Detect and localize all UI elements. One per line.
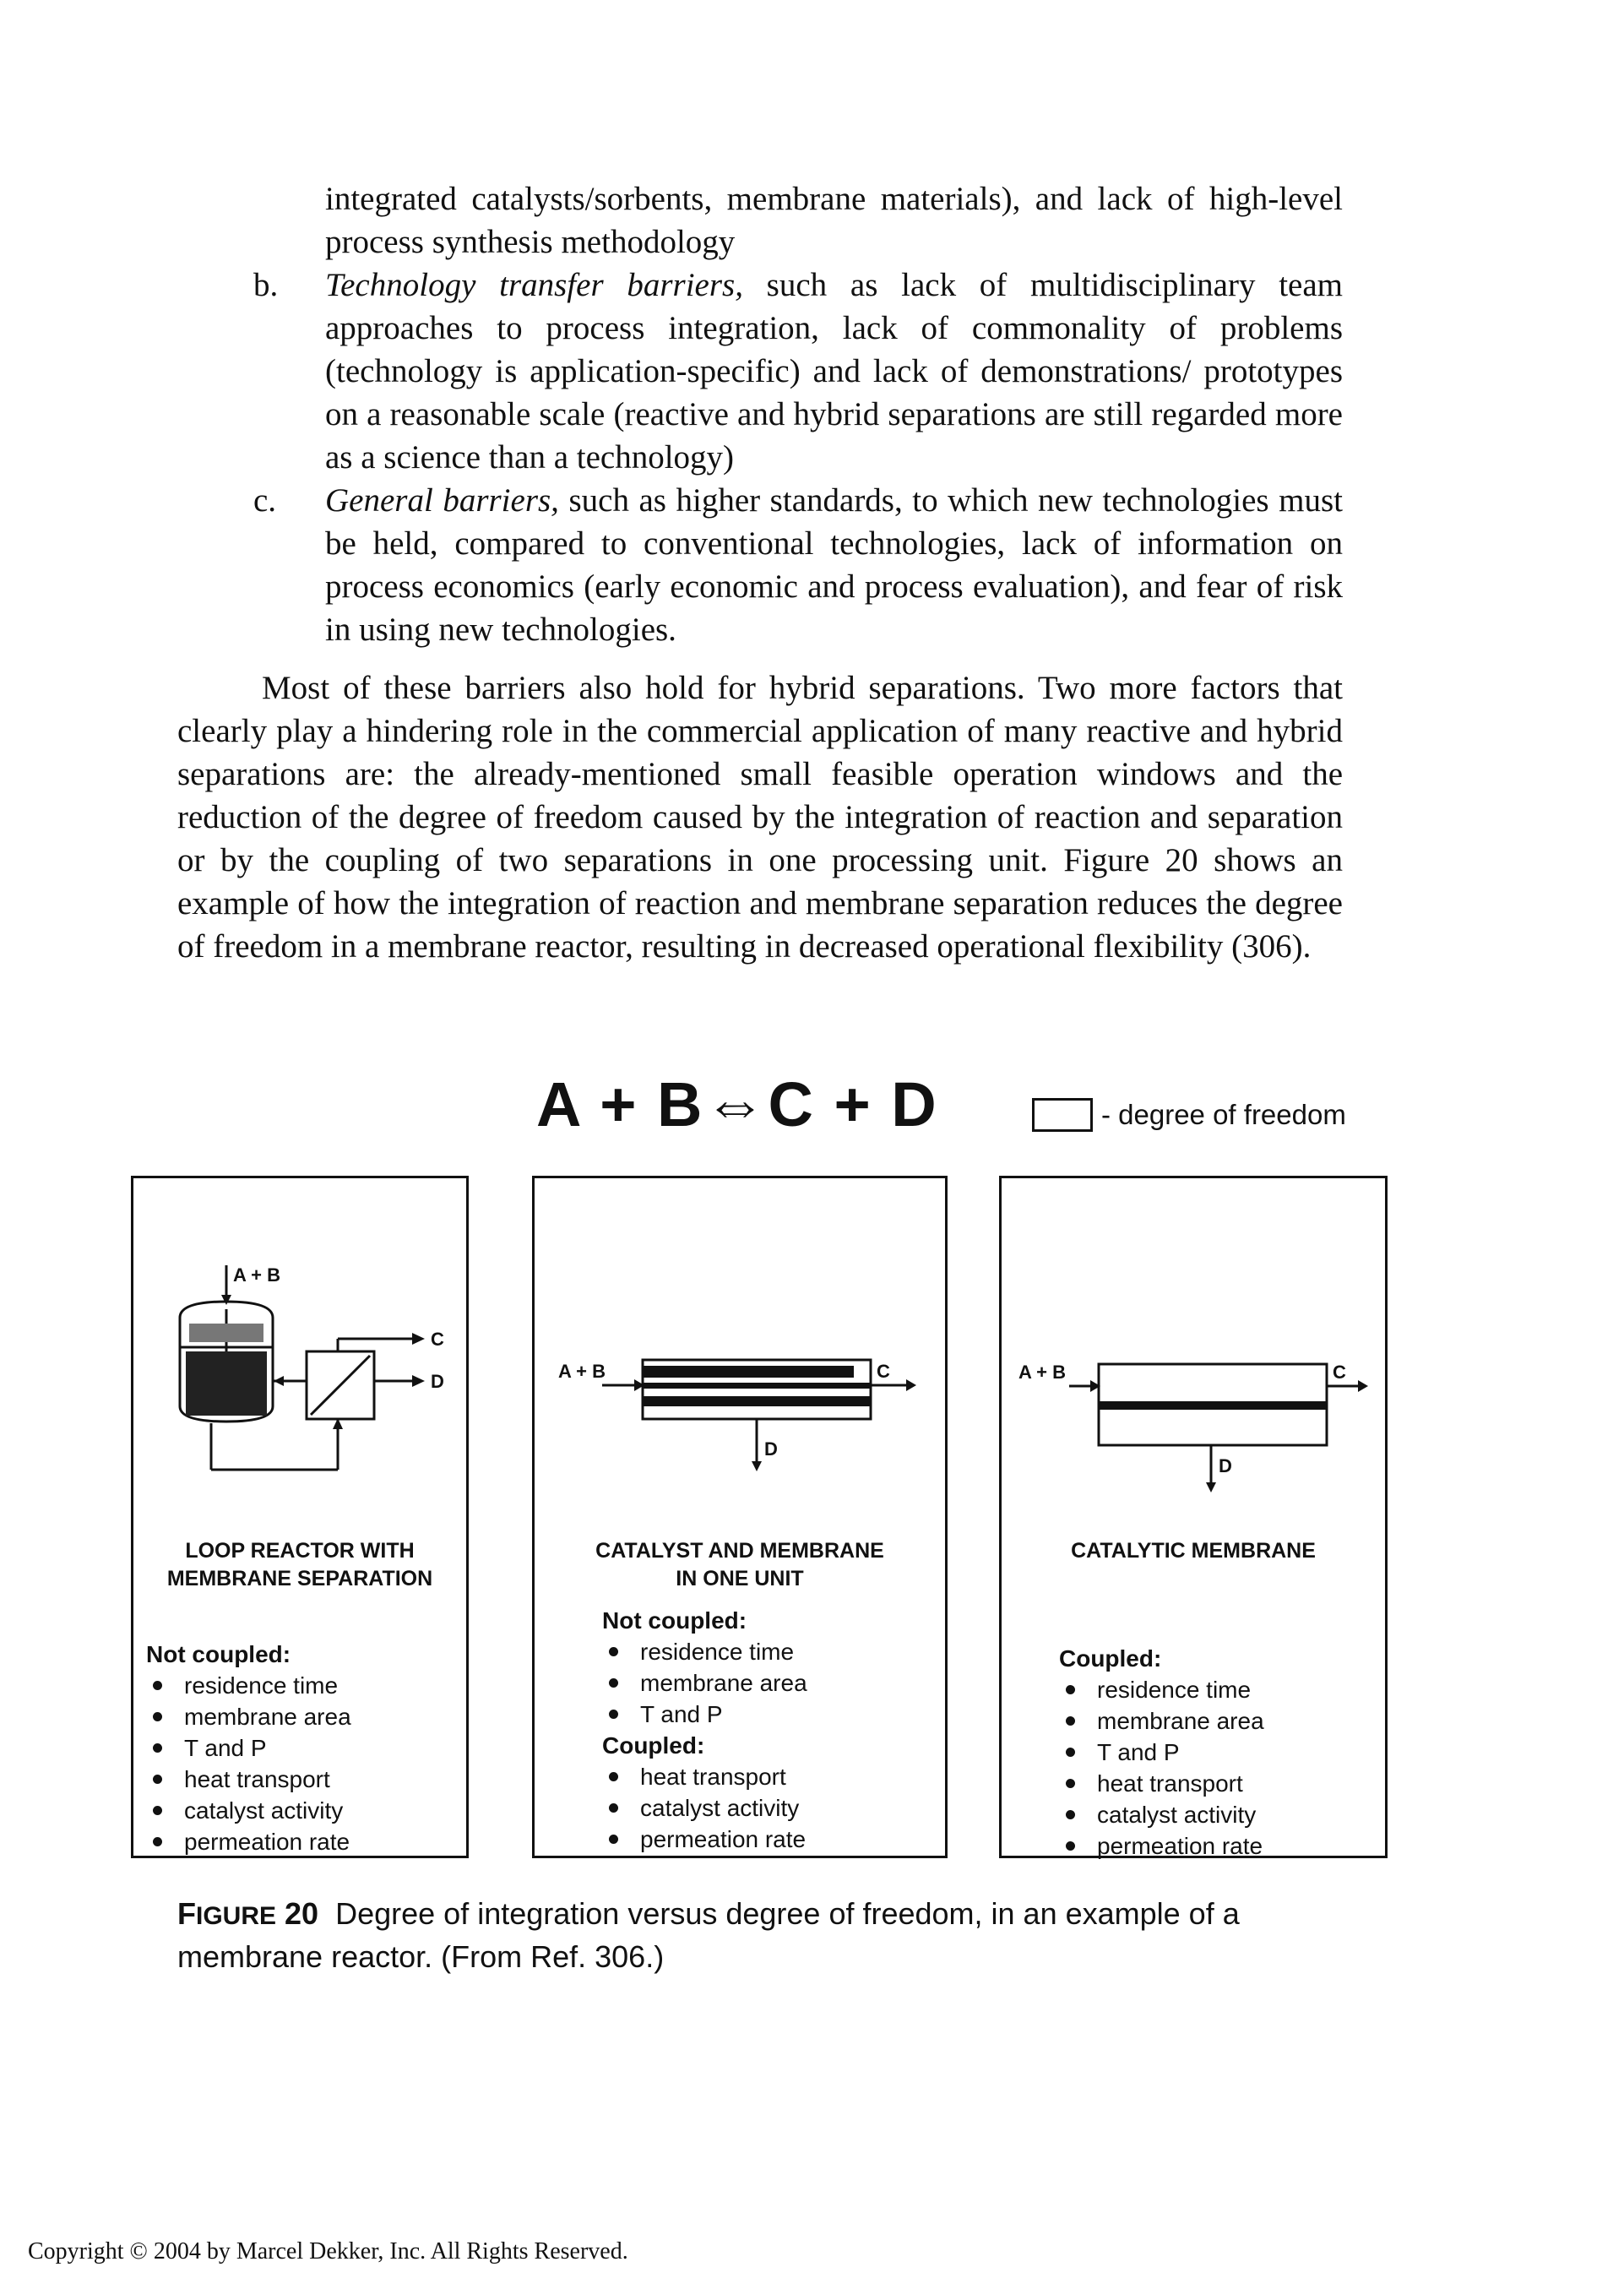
output-c-label: C	[431, 1329, 444, 1350]
panel-title-line: MEMBRANE SEPARATION	[166, 1567, 433, 1590]
panel-title: CATALYTIC MEMBRANE	[1002, 1537, 1385, 1565]
list-text: such as lack of multidisciplinary team a…	[325, 267, 1343, 476]
variable-item: permeation rate	[602, 1824, 807, 1855]
variable-item: T and P	[1059, 1737, 1264, 1768]
panel-catalyst-and-membrane: A + B C D CATALYST AND MEMBRANE IN ONE U…	[532, 1176, 948, 1858]
figure-equation: A + B⇔C + D	[536, 1069, 938, 1139]
variable-item: membrane area	[146, 1701, 351, 1732]
legend-box-icon	[1032, 1098, 1093, 1132]
panel-catalytic-membrane: A + B C D CATALYTIC MEMBRANE Coupled: re…	[999, 1176, 1388, 1859]
variable-item: heat transport	[146, 1764, 351, 1795]
list-term: Technology transfer barriers,	[325, 267, 743, 303]
variable-item: heat transport	[1059, 1768, 1264, 1799]
body-paragraph: Most of these barriers also hold for hyb…	[177, 670, 1343, 965]
group-heading: Not coupled:	[146, 1641, 291, 1667]
copyright-footer: Copyright © 2004 by Marcel Dekker, Inc. …	[28, 2238, 628, 2264]
variables-list: Not coupled: residence time membrane are…	[146, 1639, 351, 1857]
output-d-label: D	[1219, 1455, 1232, 1476]
panel-title-line: CATALYST AND MEMBRANE	[595, 1539, 884, 1563]
continuation-line: integrated catalysts/sorbents, membrane …	[325, 181, 1343, 260]
list-item-b: b. Technology transfer barriers, such as…	[177, 264, 1343, 479]
variable-item: membrane area	[602, 1667, 807, 1699]
output-d-label: D	[764, 1438, 778, 1460]
list-item-c: c. General barriers, such as higher stan…	[177, 479, 1343, 651]
variable-item: permeation rate	[1059, 1830, 1264, 1862]
panel-title-line: CATALYTIC MEMBRANE	[1071, 1539, 1316, 1563]
list-letter: b.	[253, 267, 279, 303]
output-c-label: C	[1333, 1362, 1346, 1383]
variables-group: residence time membrane area T and P hea…	[146, 1670, 351, 1857]
variable-item: catalyst activity	[1059, 1799, 1264, 1830]
legend: - degree of freedom	[1032, 1098, 1346, 1132]
figure-caption: FIGURE 20 Degree of integration versus d…	[177, 1894, 1360, 1977]
variable-item: catalyst activity	[146, 1795, 351, 1826]
figure-label-rest: IGURE	[196, 1902, 277, 1930]
panel-title: CATALYST AND MEMBRANE IN ONE UNIT	[535, 1537, 945, 1593]
caption-text: Degree of integration versus degree of f…	[177, 1896, 1240, 1974]
variable-item: T and P	[146, 1732, 351, 1764]
panel-title: LOOP REACTOR WITH MEMBRANE SEPARATION	[133, 1537, 466, 1593]
legend-label: - degree of freedom	[1101, 1099, 1346, 1130]
variable-item: permeation rate	[146, 1826, 351, 1857]
variable-item: residence time	[602, 1636, 807, 1667]
list-text: such as higher standards, to which new t…	[325, 482, 1343, 648]
variables-list: Not coupled: residence time membrane are…	[602, 1605, 807, 1855]
figure-label-initial: F	[177, 1896, 196, 1931]
feed-label: A + B	[1018, 1362, 1066, 1383]
variables-group: heat transport catalyst activity permeat…	[602, 1761, 807, 1855]
list-letter: c.	[253, 482, 277, 519]
variable-item: catalyst activity	[602, 1792, 807, 1824]
variables-list: Coupled: residence time membrane area T …	[1059, 1643, 1264, 1862]
group-heading: Not coupled:	[602, 1607, 747, 1634]
figure-number: 20	[285, 1896, 319, 1931]
panel-title-line: LOOP REACTOR WITH	[185, 1539, 415, 1563]
list-term: General barriers,	[325, 482, 559, 519]
membrane-unit-diagram: A + B C D	[558, 1358, 916, 1471]
variable-item: residence time	[1059, 1674, 1264, 1705]
feed-label: A + B	[558, 1361, 606, 1382]
list-body: General barriers, such as higher standar…	[325, 479, 1343, 651]
group-heading: Coupled:	[602, 1732, 705, 1759]
list-body: Technology transfer barriers, such as la…	[325, 264, 1343, 479]
panel-loop-reactor: A + B C D LOOP REACTOR WITH MEMBRANE SEP…	[131, 1176, 469, 1858]
variable-item: T and P	[602, 1699, 807, 1730]
loop-reactor-diagram: A + B C D	[178, 1264, 444, 1471]
output-d-label: D	[431, 1371, 444, 1392]
feed-label: A + B	[233, 1264, 280, 1286]
variable-item: residence time	[146, 1670, 351, 1701]
group-heading: Coupled:	[1059, 1645, 1162, 1672]
figure-label: FIGURE 20	[177, 1896, 318, 1931]
variables-group: residence time membrane area T and P	[602, 1636, 807, 1730]
body-text: integrated catalysts/sorbents, membrane …	[177, 177, 1343, 968]
catalytic-membrane-diagram: A + B C D	[1018, 1362, 1368, 1492]
output-c-label: C	[877, 1361, 890, 1382]
panel-title-line: IN ONE UNIT	[676, 1567, 804, 1590]
variable-item: membrane area	[1059, 1705, 1264, 1737]
variables-group: residence time membrane area T and P hea…	[1059, 1674, 1264, 1862]
variable-item: heat transport	[602, 1761, 807, 1792]
